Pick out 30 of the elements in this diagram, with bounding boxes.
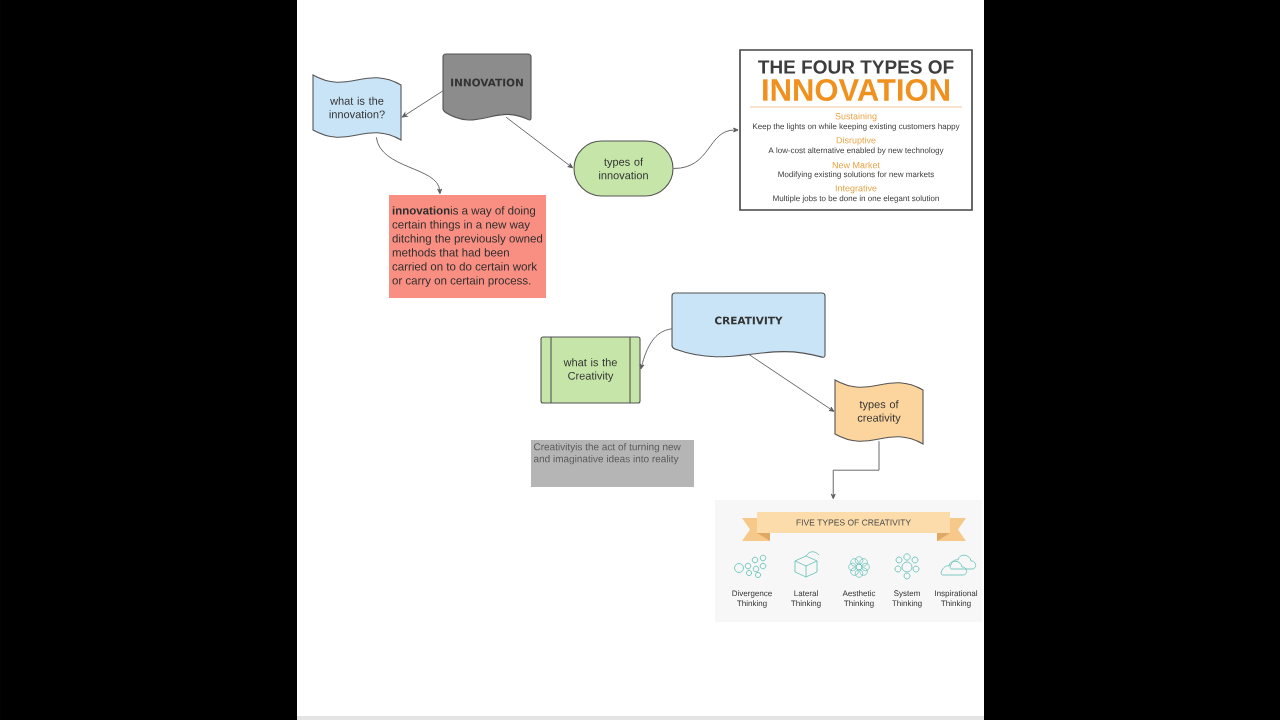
ribbon-banner: FIVE TYPES OF CREATIVITY <box>742 512 966 541</box>
document-box: CREATIVITY <box>671 292 826 358</box>
arrow <box>748 353 835 412</box>
type-description: Modifying existing solutions for new markets <box>778 171 934 179</box>
type-description: A low-cost alternative enabled by new technology <box>768 147 944 155</box>
type-heading: Sustaining <box>835 112 877 122</box>
arrow <box>505 116 573 169</box>
text-box: innovationis a way of doing certain things in a new way ditching the previously owned methods that had been carried on to do certain work or carry on certain process. <box>389 195 546 298</box>
document-box: INNOVATION <box>442 53 532 121</box>
arrow <box>830 440 880 500</box>
text-box: Creativityis the act of turning new and imaginative ideas into reality <box>531 440 694 487</box>
type-heading: Integrative <box>835 184 877 194</box>
arrow <box>639 328 673 370</box>
icon-caption: Inspirational Thinking <box>935 590 978 608</box>
icon-caption: System Thinking <box>892 590 922 608</box>
infographic-title: INNOVATION <box>763 79 949 101</box>
icon-caption: Lateral Thinking <box>791 590 821 608</box>
arrow <box>375 136 442 195</box>
type-description: Multiple jobs to be done in one elegant solution <box>773 195 939 203</box>
flag-box: what is the innovation? <box>312 74 402 141</box>
infographic-title: THE FOUR TYPES OF <box>758 60 954 74</box>
process-box: what is the Creativity <box>540 336 641 404</box>
arrow <box>401 90 444 118</box>
icon-caption: Aesthetic Thinking <box>842 590 876 608</box>
type-description: Keep the lights on while keeping existing customers happy <box>753 123 960 131</box>
type-heading: New Market <box>832 161 880 169</box>
icon-caption: Divergence Thinking <box>732 590 772 608</box>
flag-box: types of creativity <box>834 379 924 445</box>
arrow <box>673 127 739 169</box>
type-heading: Disruptive <box>836 136 876 146</box>
